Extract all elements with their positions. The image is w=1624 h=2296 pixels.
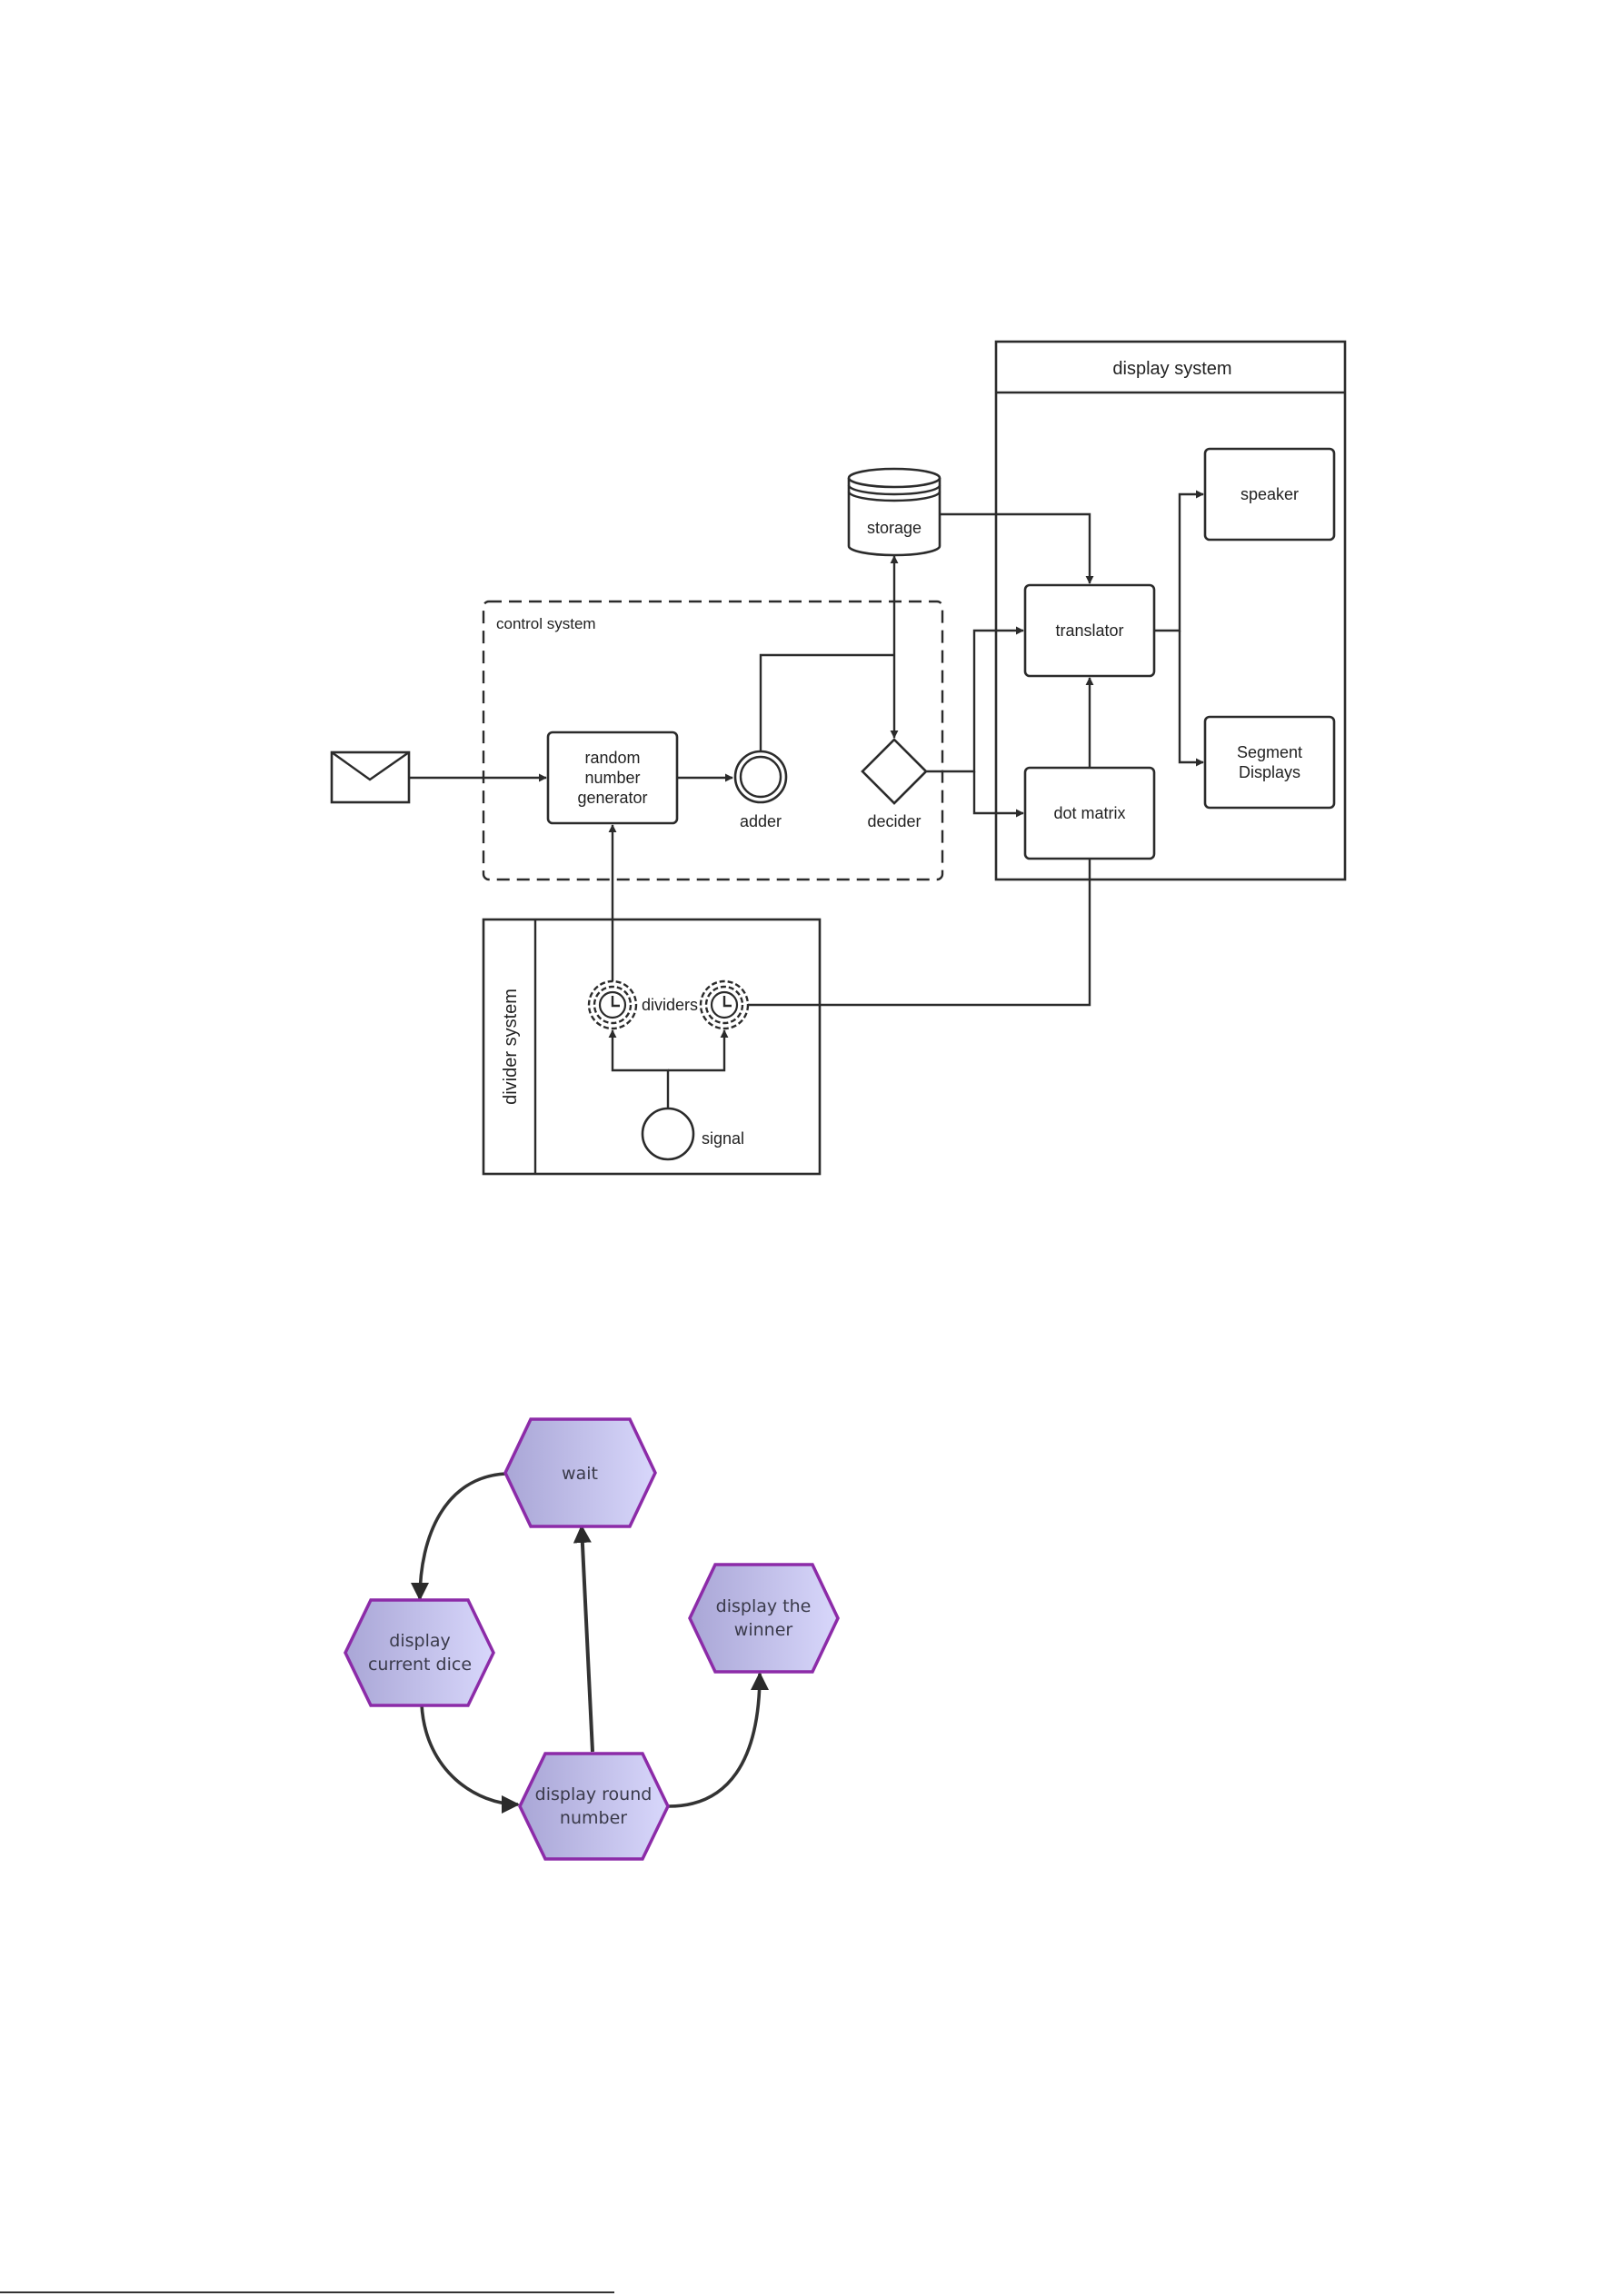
translator-label: translator	[1055, 621, 1123, 640]
round-number-to-wait-arrow	[582, 1526, 593, 1752]
rng-label-line3: generator	[577, 789, 647, 807]
signal-label: signal	[702, 1129, 744, 1148]
speaker-label: speaker	[1240, 485, 1299, 503]
node-display-round-number: display round number	[520, 1754, 668, 1859]
rng-label-line1: random	[584, 749, 640, 767]
divider-system-pool: divider system dividers signal	[483, 919, 820, 1174]
adder-event-outer	[735, 751, 786, 802]
node-wait: wait	[505, 1419, 655, 1526]
node-display-current-dice-label-line2: current dice	[368, 1655, 472, 1675]
display-system-title: display system	[1112, 359, 1231, 379]
node-display-round-number-label-line1: display round	[535, 1784, 653, 1804]
control-system-group: control system random number generator a…	[483, 601, 942, 880]
segment-displays-label-line2: Displays	[1239, 763, 1300, 781]
round-number-to-winner-arrow	[669, 1674, 760, 1806]
dot-matrix-label: dot matrix	[1053, 804, 1125, 822]
divider-system-title: divider system	[501, 989, 521, 1105]
node-display-the-winner: display the winner	[690, 1565, 838, 1672]
signal-start-event	[643, 1108, 693, 1159]
node-display-current-dice-label-line1: display	[389, 1631, 450, 1651]
envelope-icon	[332, 752, 409, 802]
storage-body	[849, 478, 940, 555]
node-display-round-number-label-line2: number	[560, 1808, 627, 1828]
wait-to-display-current-dice-arrow	[420, 1474, 505, 1599]
storage-database: storage	[849, 469, 940, 555]
adder-label: adder	[740, 812, 782, 830]
node-wait-label: wait	[562, 1464, 598, 1484]
segment-displays-label-line1: Segment	[1237, 743, 1302, 761]
clock-icon	[701, 981, 748, 1029]
segment-displays-box	[1205, 717, 1334, 808]
node-display-current-dice: display current dice	[345, 1600, 493, 1705]
clock-icon	[589, 981, 636, 1029]
adder-to-decider-line	[761, 655, 894, 751]
node-display-the-winner-shape	[690, 1565, 838, 1672]
display-system-pool: display system speaker translator Segmen…	[996, 342, 1345, 880]
dividers-label: dividers	[642, 996, 698, 1014]
decider-gateway	[862, 740, 926, 803]
system-diagram: display system speaker translator Segmen…	[332, 342, 1345, 1174]
state-diagram: wait display current dice display round …	[345, 1419, 838, 1859]
storage-label: storage	[867, 519, 922, 537]
storage-top	[849, 469, 940, 487]
current-dice-to-round-number-arrow	[422, 1705, 518, 1804]
decider-label: decider	[867, 812, 921, 830]
node-display-the-winner-label-line2: winner	[734, 1620, 793, 1640]
node-display-round-number-shape	[520, 1754, 668, 1859]
node-display-the-winner-label-line1: display the	[716, 1596, 812, 1616]
control-system-title: control system	[496, 615, 596, 632]
node-display-current-dice-shape	[345, 1600, 493, 1705]
rng-label-line2: number	[584, 769, 640, 787]
